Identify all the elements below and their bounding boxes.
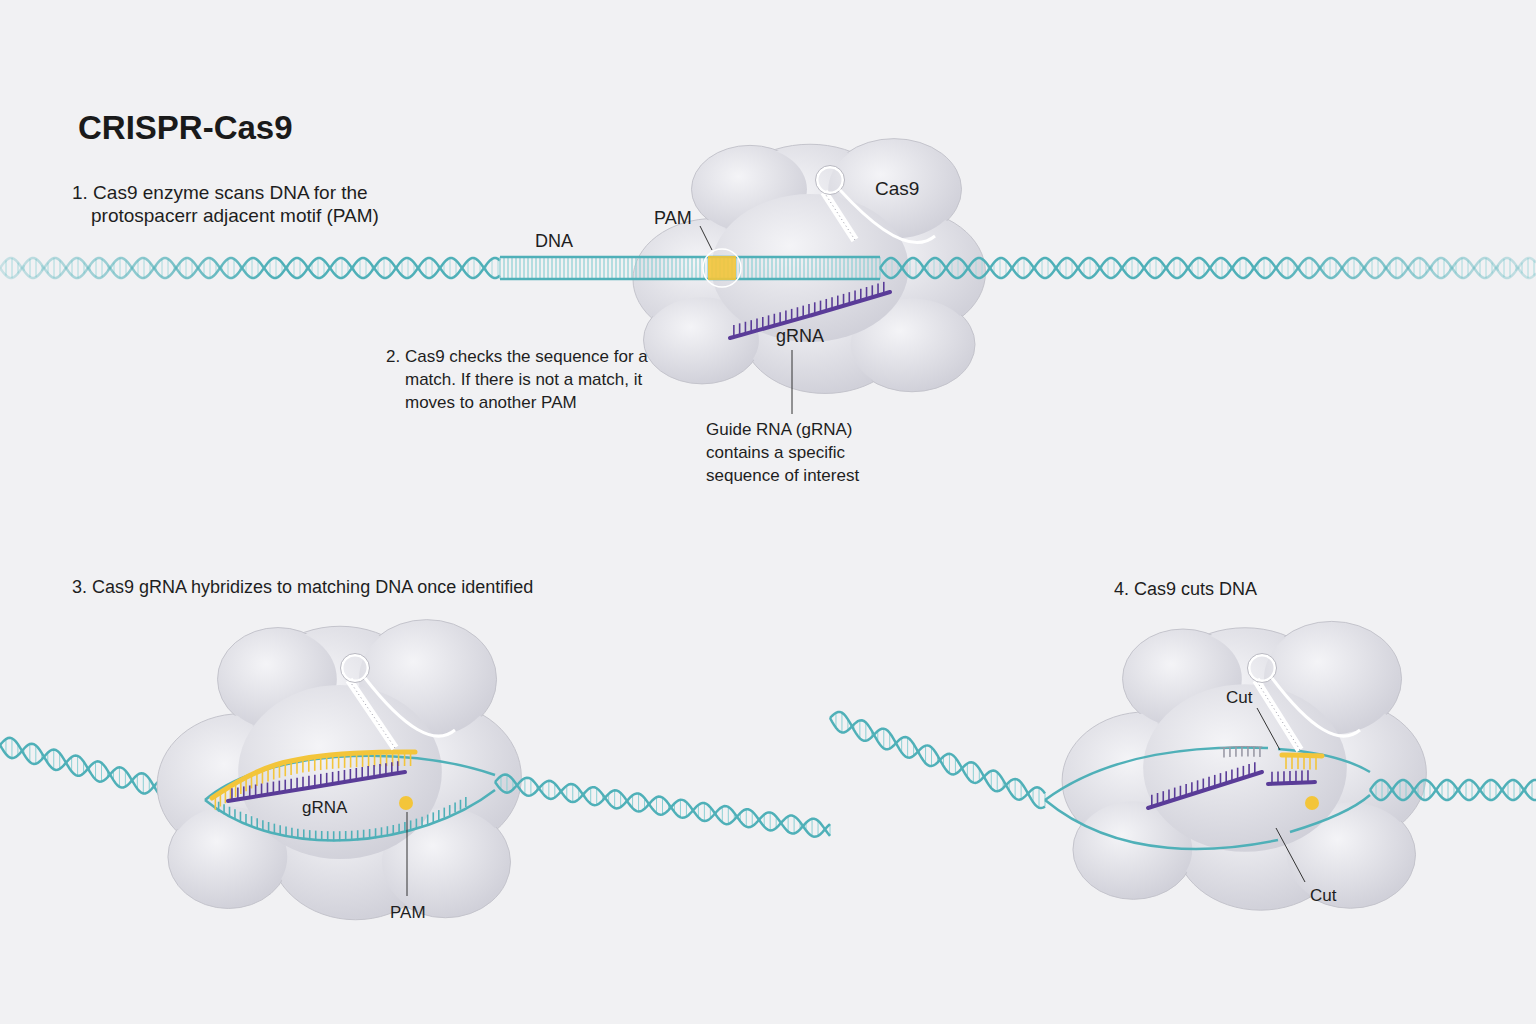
dna-helix — [0, 258, 500, 278]
part-label: gRNA — [302, 796, 347, 819]
callout-note: Guide RNA (gRNA) contains a specific seq… — [706, 418, 896, 487]
dna-helix — [880, 258, 1536, 278]
part-label: PAM — [654, 207, 692, 230]
dna-helix — [1370, 780, 1536, 800]
part-label: PAM — [390, 901, 426, 924]
step-note: 2. Cas9 checks the sequence for a match.… — [386, 345, 655, 414]
leader-line — [700, 226, 712, 250]
pam-site — [399, 796, 413, 810]
dna-helix — [495, 775, 830, 837]
pam-highlight — [703, 249, 741, 287]
guide-rna — [1148, 762, 1262, 808]
leader-line — [1276, 828, 1305, 882]
step-note: 4. Cas9 cuts DNA — [1114, 578, 1257, 601]
leader-line — [407, 812, 408, 896]
rna-hairpin — [816, 166, 936, 243]
part-label: Cut — [1310, 884, 1336, 907]
guide-rna — [1268, 770, 1315, 784]
leader-line — [1257, 708, 1280, 750]
part-label: DNA — [535, 230, 573, 253]
cut-dna — [1045, 747, 1370, 849]
part-label: Cas9 — [875, 177, 919, 200]
target-strand — [1282, 755, 1322, 770]
rna-hairpin — [341, 654, 456, 749]
cas9-protein — [633, 139, 986, 394]
cas9-protein — [157, 620, 521, 920]
rna-hairpin — [1248, 654, 1361, 751]
guide-rna — [228, 761, 405, 801]
pam-site — [1305, 796, 1319, 810]
dna-helix — [830, 712, 1045, 808]
cut-fragment — [1220, 746, 1262, 757]
leader-line — [792, 350, 793, 414]
dna-ladder — [500, 257, 880, 279]
part-label: Cut — [1226, 686, 1252, 709]
unwound-dna — [205, 756, 495, 841]
part-label: gRNA — [776, 325, 824, 348]
step-note: 1. Cas9 enzyme scans DNA for the protosp… — [72, 181, 451, 227]
pam-site — [708, 256, 736, 280]
step-note: 3. Cas9 gRNA hybridizes to matching DNA … — [72, 576, 533, 599]
diagram-title: CRISPR-Cas9 — [78, 108, 293, 148]
